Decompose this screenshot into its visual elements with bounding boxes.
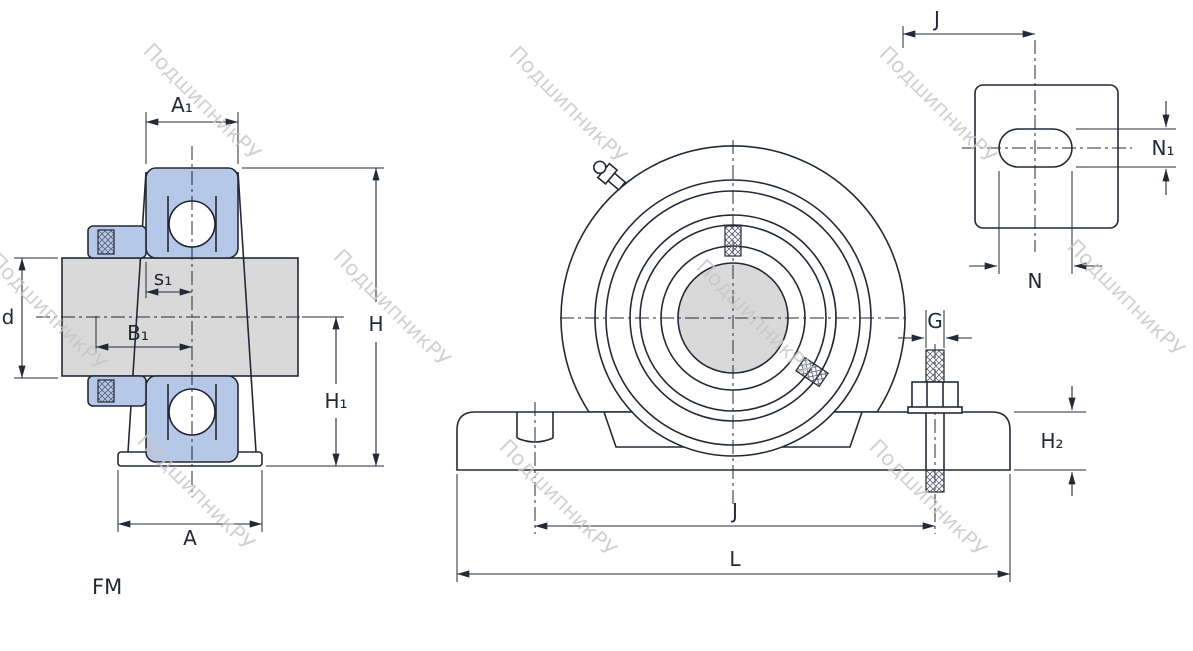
- dim-b1: B₁: [95, 316, 193, 353]
- set-screw-bottom: [97, 379, 115, 403]
- dim-label-j-front: J: [730, 499, 738, 523]
- dim-label-g: G: [927, 309, 943, 333]
- dim-g: G: [898, 309, 972, 348]
- watermark-text: ПодшипникРУ: [1062, 235, 1189, 362]
- bolt-thread-top: [925, 349, 945, 383]
- watermark-text: ПодшипникРУ: [138, 39, 265, 166]
- bolt-thread-bottom: [925, 469, 945, 493]
- set-screw-top: [97, 229, 115, 255]
- side-section-view: A₁ s₁ B₁ d H: [2, 93, 384, 599]
- dim-label-n: N: [1028, 269, 1043, 293]
- dim-n: N: [969, 171, 1102, 293]
- anchor-bolt: [907, 344, 963, 505]
- hex-nut: [911, 381, 959, 411]
- series-caption: FM: [92, 575, 122, 599]
- dim-label-j-top: J: [932, 7, 940, 31]
- housing-profile-right: [237, 171, 257, 453]
- dim-a1: A₁: [145, 93, 239, 164]
- dim-label-h: H: [368, 312, 383, 336]
- locking-collar-bottom: [87, 375, 147, 407]
- left-foot-slot: [516, 402, 554, 478]
- dim-label-l: L: [729, 547, 741, 571]
- inner-ring-set-screw: [795, 356, 829, 388]
- dim-label-h2: H₂: [1040, 429, 1063, 453]
- dim-j-top: J: [902, 7, 1036, 48]
- dim-a: A: [117, 470, 263, 550]
- base-plan-view: J N₁ N: [902, 7, 1176, 293]
- watermark-text: ПодшипникРУ: [328, 245, 455, 372]
- front-view: G H₂ J L: [456, 140, 1086, 582]
- dim-label-a1: A₁: [171, 93, 193, 117]
- dim-d: d: [2, 257, 58, 379]
- dim-label-h1: H₁: [324, 389, 347, 413]
- dim-l: L: [456, 474, 1011, 582]
- dim-s1: s₁: [145, 262, 193, 298]
- dim-label-n1: N₁: [1152, 136, 1175, 160]
- lubrication-plug: [724, 225, 742, 257]
- dim-label-s1: s₁: [154, 266, 172, 290]
- dim-h: H: [242, 167, 384, 467]
- locking-collar-top: [87, 225, 147, 259]
- grease-fitting: [592, 160, 627, 191]
- dim-h2: H₂: [1014, 386, 1086, 496]
- dim-label-b1: B₁: [127, 321, 149, 345]
- dim-h1: H₁: [302, 316, 348, 467]
- dim-label-a: A: [183, 526, 197, 550]
- watermark-text: ПодшипникРУ: [504, 42, 631, 169]
- dim-n1: N₁: [1076, 101, 1176, 195]
- dim-j-front: J: [534, 482, 936, 534]
- dim-label-d: d: [2, 305, 15, 329]
- washer: [907, 406, 963, 414]
